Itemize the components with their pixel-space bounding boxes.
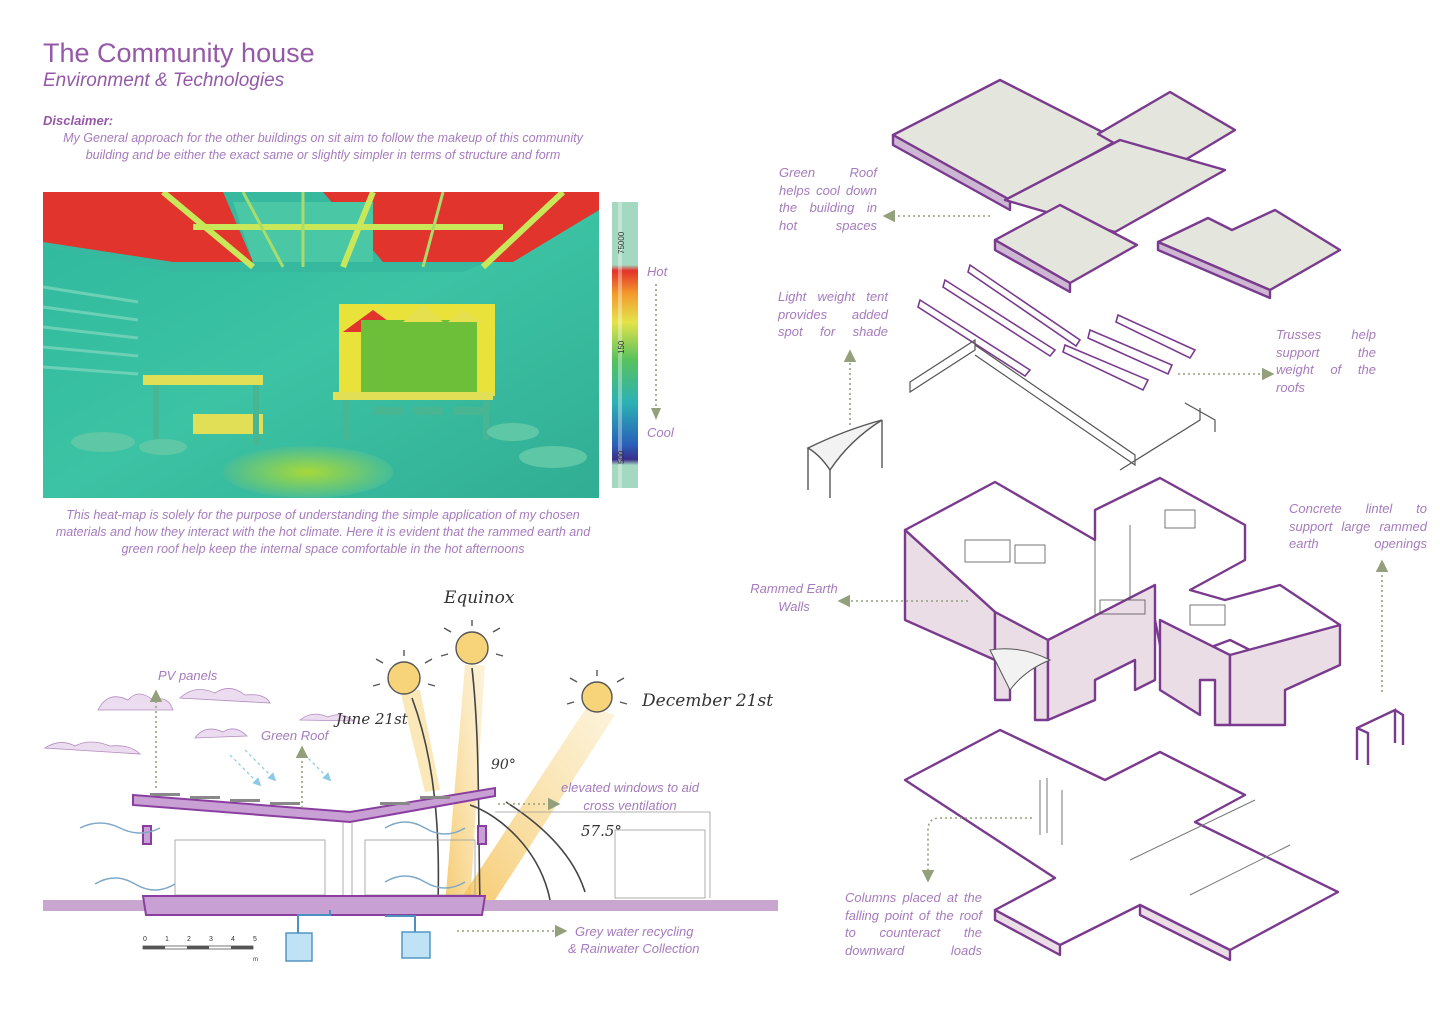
tent-label: Light weight tent provides added spot fo… [778, 289, 888, 339]
section-diagram: 0 1 2 3 4 5 m [43, 620, 778, 963]
rammed-earth-walls [903, 476, 1342, 727]
floor-slab [141, 895, 487, 916]
scale-max-label: 75000 [617, 231, 626, 254]
sun-icon [440, 620, 504, 665]
scale-tick: 3 [209, 936, 213, 943]
cool-label: Cool [647, 425, 674, 440]
scale-tick: 2 [187, 936, 191, 943]
columns-label: Columns placed at the falling point of t… [845, 890, 982, 958]
green-roof-section-label: Green Roof [261, 728, 329, 743]
disclaimer-text: My General approach for the other buildi… [63, 131, 583, 162]
scale-tick: 5 [253, 936, 257, 943]
rainwater-label: & Rainwater Collection [568, 941, 700, 956]
scale-tick: 0 [143, 936, 147, 943]
roof-slab [132, 786, 496, 824]
scale-mid-label: 150 [617, 340, 626, 354]
heat-map-render [43, 192, 599, 498]
concrete-lintel [1355, 708, 1405, 765]
hot-cool-arrow [651, 284, 661, 420]
water-tank-icon [285, 931, 431, 962]
angle-90-label: 90° [491, 757, 516, 773]
pv-panels-label: PV panels [158, 668, 218, 683]
sun-icon [372, 650, 436, 695]
heat-scale-bar: 75000 150 500 [612, 202, 638, 488]
green-roof-plates [891, 78, 1342, 300]
rammed-earth-label: Rammed Earth Walls [750, 581, 838, 614]
shade-tent [806, 419, 883, 498]
hot-label: Hot [647, 264, 668, 279]
scale-bar: 0 1 2 3 4 5 m [142, 936, 258, 963]
scale-min-label: 500 [617, 450, 626, 464]
lintel-label: Concrete lintel to support large rammed … [1289, 501, 1427, 551]
scale-unit: m [253, 957, 258, 963]
foundation-slab [903, 728, 1340, 962]
trusses-label: Trusses help support the weight of the r… [1276, 327, 1376, 395]
exploded-axonometric [806, 78, 1405, 962]
scale-tick: 4 [231, 936, 235, 943]
equinox-label: Equinox [444, 588, 515, 608]
page-subtitle: Environment & Technologies [43, 70, 285, 91]
page-title: The Community house [43, 38, 315, 68]
scale-tick: 1 [165, 936, 169, 943]
elevated-windows-label: elevated windows to aid cross ventilatio… [560, 780, 700, 813]
grey-water-label: Grey water recycling [575, 924, 694, 939]
angle-57-label: 57.5° [581, 822, 622, 840]
cloud-icon [43, 688, 356, 755]
sun-icon [566, 670, 628, 713]
disclaimer-heading: Disclaimer: [43, 113, 114, 128]
june-label: June 21st [336, 710, 408, 728]
green-roof-label: Green Roof helps cool down the building … [779, 165, 877, 233]
december-label: December 21st [642, 691, 774, 711]
roof-trusses [917, 263, 1197, 392]
heat-map-note: This heat-map is solely for the purpose … [55, 508, 591, 556]
